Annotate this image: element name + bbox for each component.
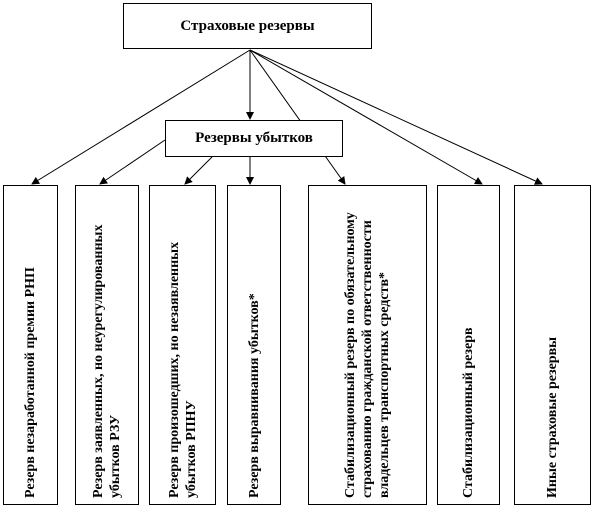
leaf-stab-osago-label: Стабилизационный резерв по обязательному… [343,212,392,498]
leaf-rnp-label: Резерв незаработанной премии РНП [23,267,38,498]
leaf-stab-osago: Стабилизационный резерв по обязательному… [308,185,427,505]
loss-reserves-node-label: Резервы убытков [195,130,313,146]
root-node-label: Страховые резервы [180,17,315,34]
leaf-rzu: Резерв заявленных, но неурегулированных … [75,185,139,505]
leaf-rpnu: Резерв произошедших, но незаявленных убы… [149,185,216,505]
leaf-rvu-label: Резерв выравнивания убытков* [246,293,262,498]
leaf-rvu: Резерв выравнивания убытков* [227,185,281,505]
leaf-rpnu-label: Резерв произошедших, но незаявленных убы… [166,241,199,498]
leaf-other-label: Иные страховые резервы [545,336,560,498]
loss-reserves-node: Резервы убытков [165,120,343,157]
connector-root-to-stab [249,49,483,185]
leaf-rnp: Резерв незаработанной премии РНП [3,185,58,505]
connector-root-to-stab-osago [249,49,346,185]
leaf-rzu-label: Резерв заявленных, но неурегулированных … [91,224,123,498]
connector-intermediate-to-rzu [99,139,166,185]
connector-root-to-rnp [31,49,251,185]
leaf-stab-label: Стабилизационный резерв [461,327,476,498]
leaf-stab: Стабилизационный резерв [437,185,500,505]
leaf-other: Иные страховые резервы [514,185,591,505]
root-node: Страховые резервы [123,3,372,49]
connector-root-to-other [249,49,543,185]
connector-intermediate-to-rpnu [184,156,213,185]
